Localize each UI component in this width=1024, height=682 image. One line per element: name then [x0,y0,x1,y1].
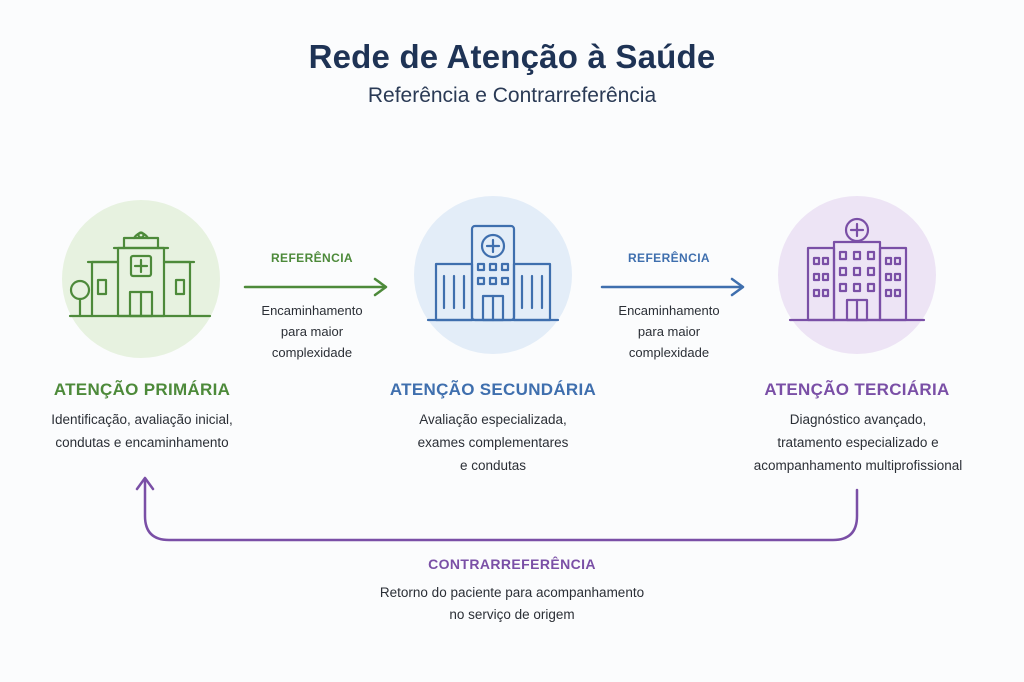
referral-desc-2: Encaminhamento para maior complexidade [618,303,720,360]
counter-referral-desc: Retorno do paciente para acompanhamento … [379,585,645,622]
counter-referral-arrow [135,476,859,542]
referral-label-2: REFERÊNCIA [627,251,710,265]
referral-desc-1: Encaminhamento para maior complexidade [261,303,363,360]
secondary-care-title: ATENÇÃO SECUNDÁRIA [389,380,597,399]
referral-arrow-1 [243,277,388,297]
hospital-building-icon [426,224,560,322]
primary-care-desc: Identificação, avaliação inicial, condut… [51,412,233,450]
secondary-care-circle [414,196,572,354]
counter-referral-label: CONTRARREFERÊNCIA [428,556,596,572]
primary-care-title: ATENÇÃO PRIMÁRIA [53,380,231,399]
referral-arrow-2 [600,277,745,297]
secondary-care-desc: Avaliação especializada, exames compleme… [417,412,569,473]
clinic-building-icon [68,231,212,318]
tertiary-care-title: ATENÇÃO TERCIÁRIA [764,380,950,399]
tertiary-care-desc: Diagnóstico avançado, tratamento especia… [753,412,963,473]
referral-label-1: REFERÊNCIA [270,251,353,265]
tertiary-care-circle [778,196,936,354]
page-subtitle: Referência e Contrarreferência [367,84,657,107]
primary-care-circle [62,200,220,358]
page-title: Rede de Atenção à Saúde [308,38,716,75]
tall-hospital-icon [788,217,926,322]
